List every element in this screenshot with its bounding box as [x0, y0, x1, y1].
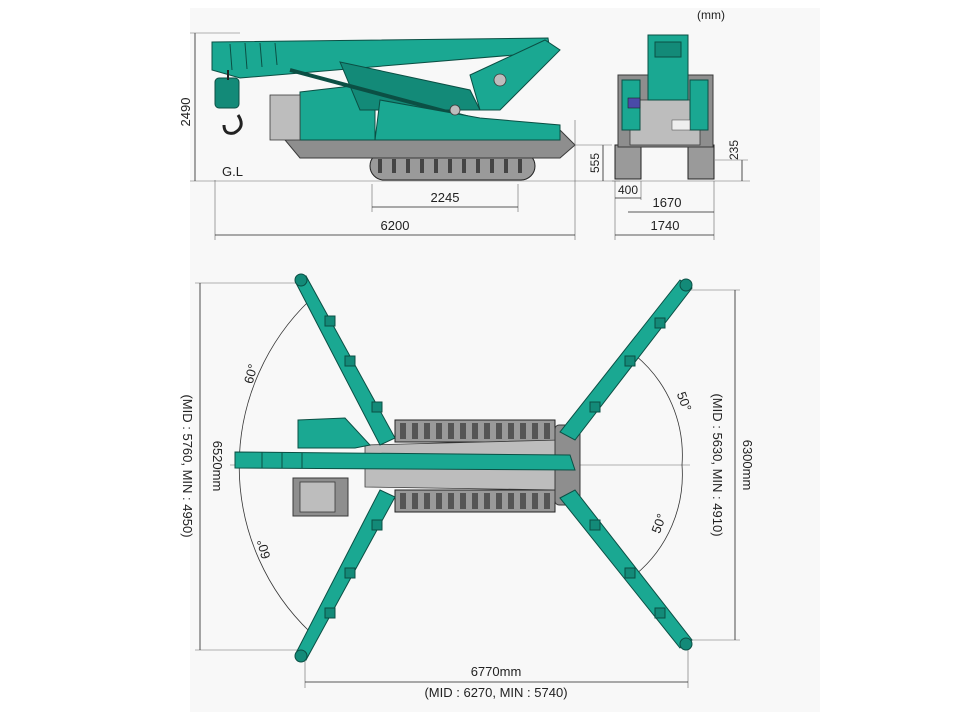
rear-left-track — [614, 144, 642, 180]
angle-front-lower: 60° — [254, 538, 274, 561]
ground-label: G.L — [222, 164, 243, 179]
top-view: 6520mm (MID : 5760, MIN : 4950) 6300mm (… — [180, 273, 755, 700]
rear-swing-arc-upper — [634, 354, 683, 466]
bottom-span-note: (MID : 6270, MIN : 5740) — [424, 685, 567, 700]
outrigger-front-upper — [294, 273, 396, 446]
side-boom — [211, 37, 551, 79]
side-outrigger-front — [469, 39, 561, 111]
unit-label: (mm) — [697, 8, 725, 22]
left-span-note: (MID : 5760, MIN : 4950) — [180, 394, 195, 537]
side-view: G.L 2490 — [178, 32, 620, 240]
overall-width-value: 1740 — [651, 218, 680, 233]
outrigger-rear-upper — [559, 278, 693, 441]
side-track — [369, 151, 536, 181]
outrigger-front-lower — [294, 489, 396, 663]
rear-clearance-value: 555 — [588, 153, 602, 173]
side-outrigger-body — [374, 99, 561, 141]
overall-length-value: 6200 — [381, 218, 410, 233]
top-track-lower — [394, 489, 556, 513]
height-value: 2490 — [178, 98, 193, 127]
rear-right-track — [687, 144, 715, 180]
top-track-upper — [394, 419, 556, 443]
rear-view: 235 400 1670 1740 — [612, 34, 750, 240]
side-operator-unit — [269, 94, 301, 141]
right-span-note: (MID : 5630, MIN : 4910) — [710, 393, 725, 536]
angle-rear-lower: 50° — [648, 512, 669, 536]
bottom-span-value: 6770mm — [471, 664, 522, 679]
outrigger-rear-lower — [559, 489, 693, 651]
right-span-value: 6300mm — [740, 440, 755, 491]
side-lift-arm — [289, 68, 471, 120]
hook-icon — [214, 70, 243, 135]
rear-clearance-235-value: 235 — [727, 140, 741, 160]
track-length-value: 2245 — [431, 190, 460, 205]
angle-rear-upper: 50° — [674, 390, 695, 414]
top-boom — [234, 451, 576, 471]
rear-swing-arc-lower — [634, 464, 683, 576]
track-width-value: 400 — [618, 183, 638, 197]
top-cab — [297, 417, 371, 449]
left-span-value: 6520mm — [210, 441, 225, 492]
track-gauge-value: 1670 — [653, 195, 682, 210]
angle-front-upper: 60° — [241, 362, 261, 385]
